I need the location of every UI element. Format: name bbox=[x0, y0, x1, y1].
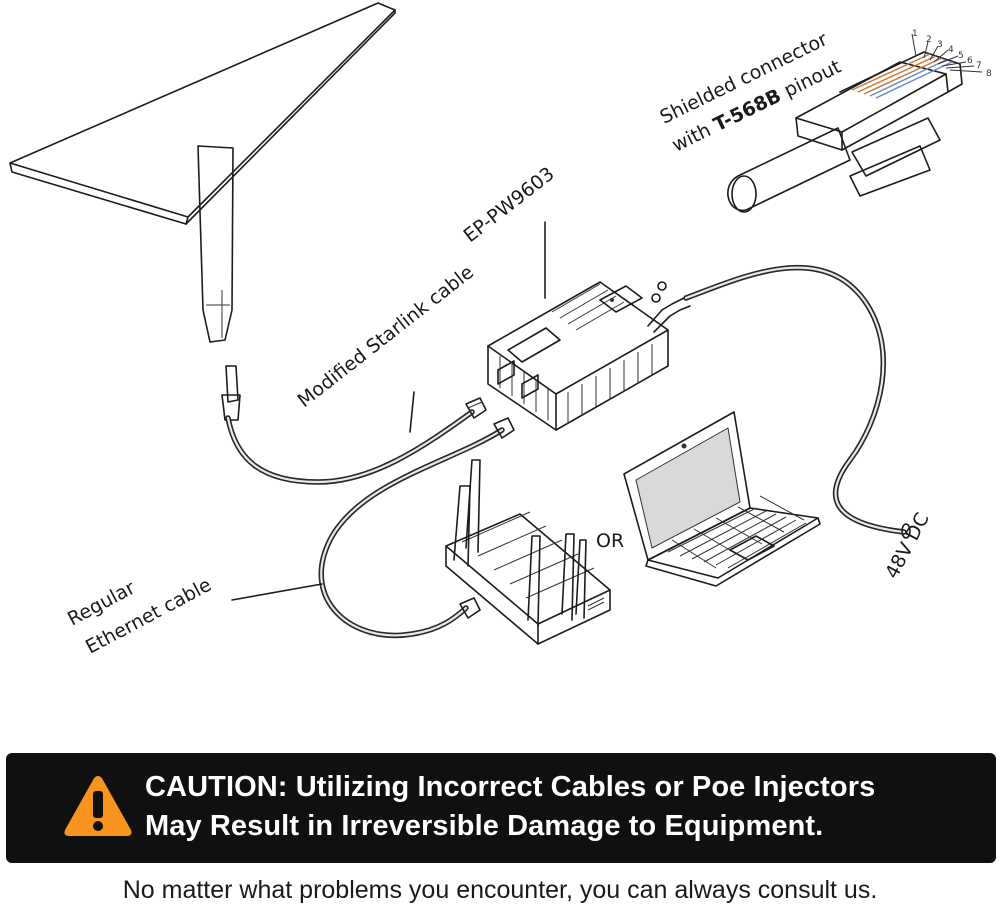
pin-label: 4 bbox=[948, 45, 954, 55]
pin-numbers: 1 2 3 4 5 6 7 8 bbox=[912, 29, 992, 79]
leader-lines bbox=[231, 391, 415, 601]
caution-text-line2: May Result in Irreversible Damage to Equ… bbox=[145, 810, 824, 842]
injector-label: EP-PW9603 bbox=[460, 163, 559, 247]
pin-label: 6 bbox=[967, 56, 973, 66]
starlink-dish bbox=[9, 2, 396, 421]
modified-cable-label: Modified Starlink cable bbox=[294, 261, 478, 412]
pin-label: 1 bbox=[912, 29, 918, 39]
footer-note: No matter what problems you encounter, y… bbox=[122, 876, 878, 904]
pin-label: 8 bbox=[986, 69, 992, 79]
regular-cable-label-line2: Ethernet cable bbox=[82, 574, 215, 659]
pin-label: 5 bbox=[958, 51, 964, 61]
warning-triangle-icon bbox=[64, 776, 132, 836]
router bbox=[445, 459, 611, 645]
power-label: 48V DC bbox=[881, 509, 934, 582]
laptop bbox=[623, 411, 821, 587]
setup-diagram: 1 2 3 4 5 6 7 8 Modified Starlink cable … bbox=[9, 2, 992, 659]
poe-injector bbox=[487, 221, 691, 431]
pin-label: 7 bbox=[976, 61, 982, 71]
pin-label: 2 bbox=[926, 35, 932, 45]
or-label: OR bbox=[596, 530, 624, 552]
caution-text-line1: CAUTION: Utilizing Incorrect Cables or P… bbox=[145, 771, 876, 803]
power-cable bbox=[683, 264, 911, 539]
caution-banner: CAUTION: Utilizing Incorrect Cables or P… bbox=[6, 753, 996, 863]
modified-starlink-cable bbox=[225, 397, 487, 485]
pin-label: 3 bbox=[937, 40, 943, 50]
rj45-connector bbox=[727, 33, 983, 213]
